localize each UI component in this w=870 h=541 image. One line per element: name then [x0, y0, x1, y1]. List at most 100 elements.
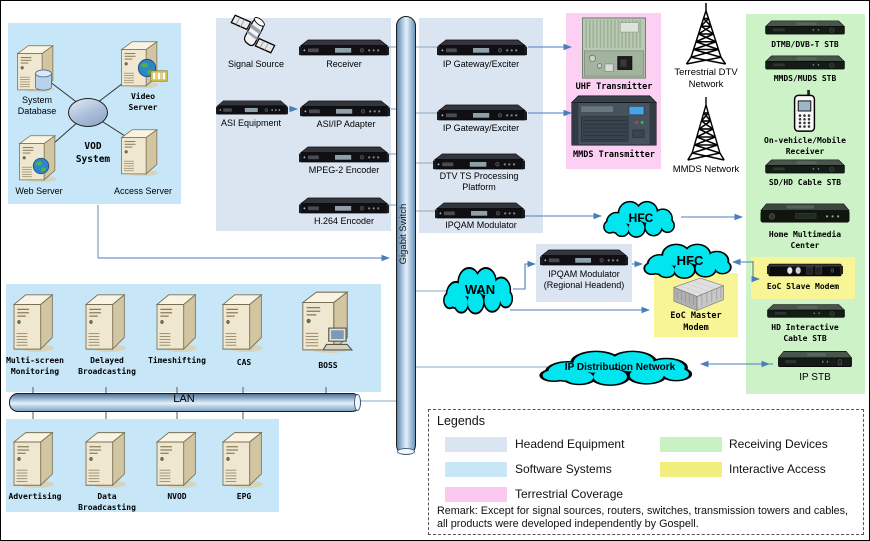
- eoc-master-modem-device-icon: [664, 275, 730, 315]
- radio-tower-icon: [678, 3, 734, 65]
- web-server-label: Web Server: [15, 186, 63, 196]
- mpeg2-encoder-device-icon: [299, 146, 389, 163]
- wan-label: WAN: [464, 281, 496, 297]
- server-tower-icon: [9, 289, 59, 353]
- dtmb-stb-label: DTMB/DVB-T STB: [771, 40, 839, 49]
- server-tower-icon: [81, 427, 131, 489]
- asi-equipment-label: ASI Equipment: [220, 118, 282, 128]
- globe-icon: [32, 157, 50, 175]
- lan-label: LAN: [173, 393, 195, 405]
- server-tower-icon: [117, 125, 163, 177]
- ip-gateway-1-device-icon: [437, 39, 527, 56]
- ip-gateway-2-device-icon: [437, 104, 527, 121]
- legend-swatch-software: [445, 462, 507, 477]
- ip-gateway-2-label: IP Gateway/Exciter: [442, 123, 520, 133]
- legend-title: Legends: [437, 414, 485, 428]
- mmds-stb-device-icon: [763, 53, 847, 72]
- sdhd-stb-device-icon: [763, 157, 847, 176]
- ip-distribution-cloud: IP Distribution Network: [537, 347, 703, 387]
- receiver-label: Receiver: [326, 59, 362, 69]
- legend-remark: Remark: Except for signal sources, route…: [437, 505, 849, 530]
- satellite-icon: [227, 11, 279, 57]
- mpeg2-encoder-label: MPEG-2 Encoder: [308, 165, 380, 175]
- legend-label-software: Software Systems: [515, 462, 612, 476]
- asi-ip-adapter-device-icon: [300, 100, 390, 117]
- nvod-label: NVOD: [167, 492, 187, 501]
- receiver-device-icon: [299, 39, 389, 56]
- ipqam-device-icon: [435, 202, 525, 219]
- legend-label-terrestrial: Terrestrial Coverage: [515, 487, 624, 501]
- legend-label-interactive: Interactive Access: [729, 462, 826, 476]
- wan-cloud: WAN: [442, 262, 518, 316]
- h264-encoder-device-icon: [299, 197, 389, 214]
- multi-screen-label: Multi-screen Monitoring: [6, 356, 64, 377]
- server-tower-icon: [81, 289, 131, 353]
- eoc-slave-modem-label: EoC Slave Modem: [766, 282, 840, 291]
- vod-system-label: VOD System: [75, 141, 111, 166]
- boss-label: BOSS: [318, 361, 338, 370]
- hfc-cloud-top: HFC: [602, 197, 680, 239]
- film-strip-icon: [150, 70, 168, 82]
- hfc-top-label: HFC: [628, 211, 654, 225]
- mmds-stb-label: MMDS/MUDS STB: [773, 74, 837, 83]
- dtmb-stb-device-icon: [763, 18, 847, 37]
- home-multimedia-center-device-icon: [759, 201, 851, 226]
- hfc-mid-label: HFC: [676, 252, 704, 268]
- mobile-phone-icon: [791, 89, 818, 133]
- server-tower-icon: [218, 427, 268, 489]
- ip-stb-label: IP STB: [799, 372, 831, 383]
- gigabit-switch-label: Gigabit Switch: [398, 203, 409, 265]
- legend-swatch-terrestrial: [445, 487, 507, 502]
- database-cylinder-icon: [34, 69, 53, 92]
- terrestrial-network-label: Terrestrial DTV Network: [674, 67, 738, 90]
- access-server-label: Access Server: [113, 186, 173, 196]
- legend-swatch-receiving: [660, 437, 722, 452]
- lan-pipe: [9, 393, 361, 412]
- desktop-computer-icon: [323, 327, 353, 351]
- eoc-master-modem-label: EoC Master Modem: [670, 311, 722, 333]
- epg-label: EPG: [236, 492, 252, 501]
- video-server-label: Video Server: [128, 92, 158, 113]
- data-broadcasting-label: Data Broadcasting: [78, 492, 136, 513]
- server-tower-icon: [218, 289, 268, 353]
- server-tower-icon: [9, 427, 59, 489]
- server-tower-icon: [152, 289, 202, 353]
- legend-label-receiving: Receiving Devices: [729, 437, 828, 451]
- server-tower-icon: [152, 427, 202, 489]
- hd-stb-device-icon: [765, 302, 847, 320]
- radio-tower-icon: [680, 97, 732, 161]
- mmds-transmitter-label: MMDS Transmitter: [573, 150, 655, 160]
- legend-box: Legends Headend Equipment Software Syste…: [428, 409, 864, 535]
- uhf-transmitter-label: UHF Transmitter: [575, 82, 653, 92]
- mmds-transmitter-image: [569, 94, 659, 147]
- delayed-broadcasting-label: Delayed Broadcasting: [78, 356, 136, 377]
- ipqam-regional-label: IPQAM Modulator (Regional Headend): [543, 269, 625, 291]
- mmds-network-label: MMDS Network: [672, 164, 740, 175]
- home-multimedia-center-label: Home Multimedia Center: [768, 230, 842, 251]
- uhf-transmitter-image: [578, 17, 650, 79]
- sdhd-stb-label: SD/HD Cable STB: [768, 178, 842, 187]
- h264-encoder-label: H.264 Encoder: [313, 216, 375, 226]
- advertising-label: Advertising: [8, 492, 62, 501]
- ipqam-label: IPQAM Modulator: [445, 220, 517, 230]
- ip-distribution-label: IP Distribution Network: [564, 361, 676, 373]
- legend-label-headend: Headend Equipment: [515, 437, 625, 451]
- hfc-cloud-mid: HFC: [642, 240, 738, 280]
- ip-gateway-1-label: IP Gateway/Exciter: [442, 59, 520, 69]
- cas-label: CAS: [236, 358, 252, 367]
- network-hub-icon: [68, 98, 108, 127]
- system-database-label: System Database: [17, 95, 57, 117]
- asi-ip-adapter-label: ASI/IP Adapter: [316, 119, 376, 129]
- legend-swatch-interactive: [660, 462, 722, 477]
- gigabit-switch-pipe: [396, 16, 416, 455]
- ip-stb-device-icon: [776, 348, 854, 370]
- asi-equipment-device-icon: [216, 100, 288, 115]
- dtv-ts-label: DTV TS Processing Platform: [439, 171, 519, 193]
- eoc-slave-modem-device-icon: [767, 262, 843, 278]
- signal-source-label: Signal Source: [227, 59, 285, 69]
- legend-swatch-headend: [445, 437, 507, 452]
- timeshifting-label: Timeshifting: [148, 356, 206, 365]
- hd-stb-label: HD Interactive Cable STB: [771, 323, 839, 344]
- ipqam-regional-device-icon: [540, 249, 628, 266]
